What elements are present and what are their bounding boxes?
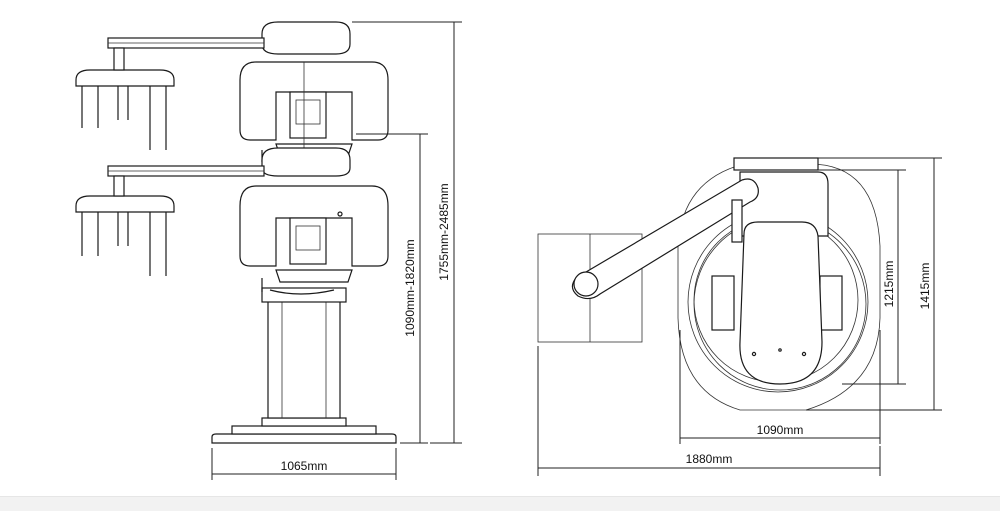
column-height-dimension: 1090mm-1820mm — [356, 133, 428, 444]
column — [261, 287, 347, 419]
tube-housing-top — [733, 157, 819, 171]
total-height-dimension: 1755mm-2485mm — [352, 21, 462, 444]
inner-depth-dimension: 1215mm — [818, 169, 906, 385]
top-plan-view: 1090mm 1880mm 1215mm 1415mm — [537, 157, 942, 476]
total-height-label: 1755mm-2485mm — [437, 183, 451, 280]
inner-width-label: 1090mm — [757, 423, 804, 437]
base-width-label: 1065mm — [281, 459, 328, 473]
column-height-label: 1090mm-1820mm — [403, 239, 417, 336]
inner-depth-label: 1215mm — [882, 261, 896, 308]
overall-width-label: 1880mm — [686, 452, 733, 466]
ceph-arm — [571, 178, 759, 300]
patient-area — [739, 221, 823, 385]
gantry-lower-position — [75, 147, 389, 295]
side-elevation-view: 1065mm 1090mm-1820mm 1755mm-2485mm — [75, 21, 462, 480]
floor-base — [211, 417, 397, 444]
overall-width-dimension: 1880mm — [537, 346, 881, 476]
footer-bar — [0, 496, 1000, 511]
overall-depth-label: 1415mm — [918, 263, 932, 310]
overall-depth-dimension: 1415mm — [806, 157, 942, 411]
base-width-dimension: 1065mm — [211, 448, 397, 480]
inner-width-dimension: 1090mm — [679, 330, 881, 444]
gantry-upper-position — [75, 21, 389, 171]
